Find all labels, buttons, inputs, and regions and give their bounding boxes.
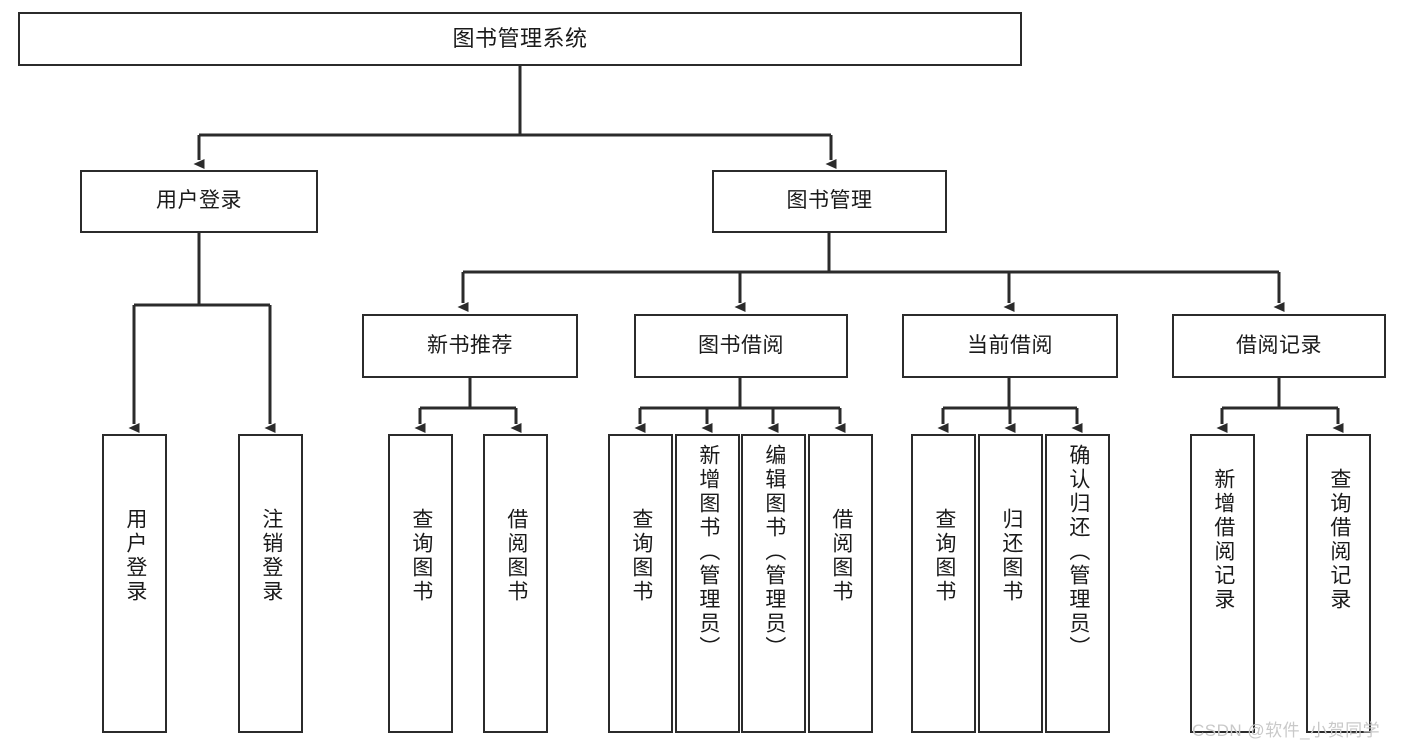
node-book-management-label: 图书管理: [786, 189, 873, 213]
leaf-query-books-current-label: 查询图书: [932, 508, 956, 604]
leaf-borrow-books-newbooks-label: 借阅图书: [504, 508, 528, 604]
leaf-query-books-newbooks-label: 查询图书: [409, 508, 433, 604]
leaf-confirm-return-admin-label: 确认归还（管理员）: [1066, 444, 1090, 660]
leaf-borrow-books-borrow[interactable]: 借阅图书: [808, 434, 873, 733]
leaf-edit-book-admin-label: 编辑图书（管理员）: [762, 444, 786, 660]
leaf-add-borrow-record[interactable]: 新增借阅记录: [1190, 434, 1255, 733]
node-book-borrow[interactable]: 图书借阅: [634, 314, 848, 378]
leaf-add-borrow-record-label: 新增借阅记录: [1211, 468, 1235, 612]
node-user-login[interactable]: 用户登录: [80, 170, 318, 233]
leaf-query-books-borrow-label: 查询图书: [629, 508, 653, 604]
leaf-query-books-current[interactable]: 查询图书: [911, 434, 976, 733]
leaf-query-borrow-record[interactable]: 查询借阅记录: [1306, 434, 1371, 733]
leaf-user-login[interactable]: 用户登录: [102, 434, 167, 733]
leaf-query-books-newbooks[interactable]: 查询图书: [388, 434, 453, 733]
leaf-borrow-books-borrow-label: 借阅图书: [829, 508, 853, 604]
node-user-login-label: 用户登录: [156, 189, 242, 213]
node-book-management[interactable]: 图书管理: [712, 170, 947, 233]
leaf-borrow-books-newbooks[interactable]: 借阅图书: [483, 434, 548, 733]
leaf-logout[interactable]: 注销登录: [238, 434, 303, 733]
node-new-book-recommend-label: 新书推荐: [427, 333, 513, 357]
leaf-return-books[interactable]: 归还图书: [978, 434, 1043, 733]
node-borrow-records[interactable]: 借阅记录: [1172, 314, 1386, 378]
node-book-borrow-label: 图书借阅: [698, 333, 784, 357]
leaf-add-book-admin[interactable]: 新增图书（管理员）: [675, 434, 740, 733]
leaf-query-borrow-record-label: 查询借阅记录: [1327, 468, 1351, 612]
leaf-user-login-label: 用户登录: [123, 508, 147, 604]
node-new-book-recommend[interactable]: 新书推荐: [362, 314, 578, 378]
leaf-add-book-admin-label: 新增图书（管理员）: [696, 444, 720, 660]
node-borrow-records-label: 借阅记录: [1236, 333, 1322, 357]
node-current-borrow[interactable]: 当前借阅: [902, 314, 1118, 378]
leaf-edit-book-admin[interactable]: 编辑图书（管理员）: [741, 434, 806, 733]
leaf-return-books-label: 归还图书: [999, 508, 1023, 604]
leaf-confirm-return-admin[interactable]: 确认归还（管理员）: [1045, 434, 1110, 733]
node-root[interactable]: 图书管理系统: [18, 12, 1022, 66]
csdn-watermark: CSDN @软件_小贺同学: [1192, 721, 1381, 740]
node-current-borrow-label: 当前借阅: [967, 333, 1053, 357]
node-root-label: 图书管理系统: [452, 26, 588, 52]
leaf-logout-label: 注销登录: [259, 508, 283, 604]
leaf-query-books-borrow[interactable]: 查询图书: [608, 434, 673, 733]
